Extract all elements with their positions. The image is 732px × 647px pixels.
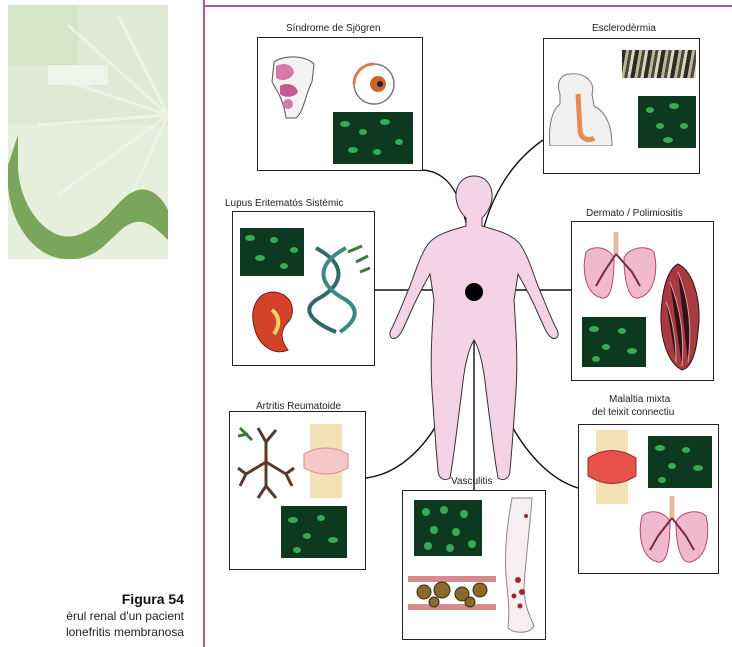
mixta-label-line2: del teixit connectiu bbox=[592, 407, 674, 418]
dermato-fluorescence bbox=[582, 317, 646, 367]
dermato-label: Dermato / Polimiositis bbox=[586, 208, 683, 219]
antibody-illustration bbox=[234, 422, 298, 502]
sjogren-label: Síndrome de Sjögren bbox=[286, 23, 381, 34]
kidney-illustration bbox=[250, 290, 300, 356]
vessel-illustration bbox=[408, 568, 496, 618]
dna-illustration bbox=[306, 244, 372, 334]
mixta-lungs-illustration bbox=[636, 492, 712, 568]
lungs-illustration bbox=[580, 228, 660, 302]
leg-illustration bbox=[494, 496, 540, 636]
eye-illustration bbox=[348, 60, 402, 108]
mixta-label-line1: Malaltia mixta bbox=[609, 394, 670, 405]
vasculitis-fluorescence bbox=[414, 500, 482, 556]
artritis-label: Artritis Reumatoide bbox=[256, 401, 341, 412]
tissue-texture bbox=[622, 50, 696, 78]
lupus-fluorescence bbox=[240, 228, 304, 276]
mixta-fluorescence bbox=[648, 436, 712, 488]
mixta-joint-illustration bbox=[584, 430, 640, 504]
sjogren-fluorescence bbox=[333, 112, 413, 164]
esclerodermia-fluorescence bbox=[638, 96, 696, 148]
lupus-label: Lupus Eritematós Sistèmic bbox=[225, 198, 343, 209]
esclerodermia-label: Esclerodèrmia bbox=[592, 23, 656, 34]
artritis-fluorescence bbox=[281, 506, 347, 558]
vasculitis-label: Vasculitis bbox=[451, 476, 493, 487]
muscle-illustration bbox=[654, 262, 704, 372]
joint-illustration bbox=[298, 424, 354, 498]
esophagus-illustration bbox=[548, 70, 618, 146]
mouth-illustration bbox=[266, 52, 336, 122]
